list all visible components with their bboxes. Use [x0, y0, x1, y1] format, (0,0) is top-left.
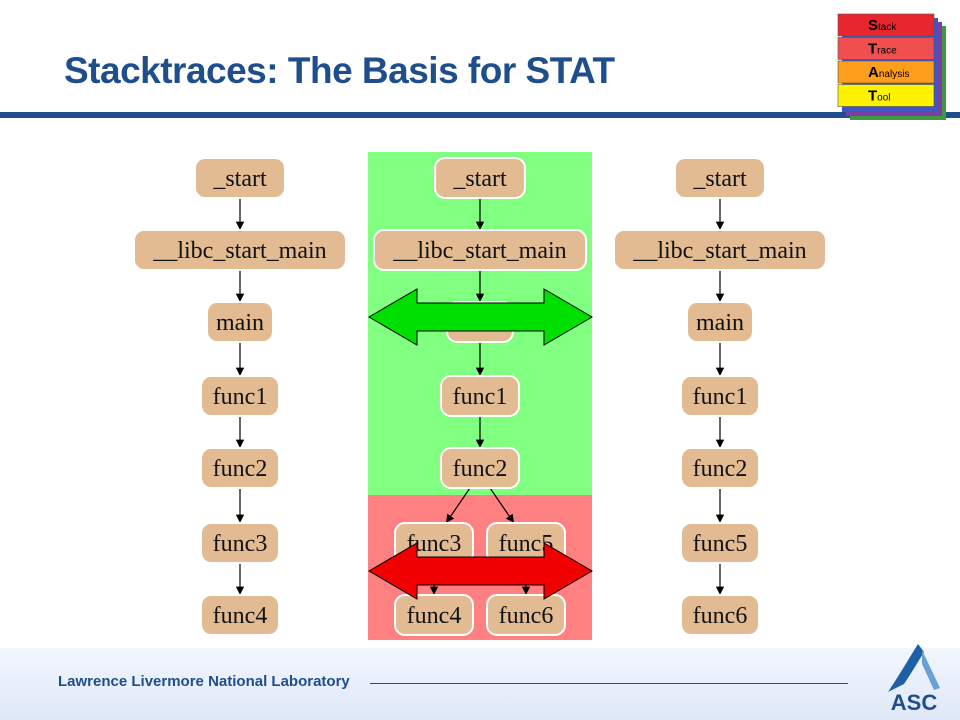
divergent-double-arrow-icon [368, 542, 593, 600]
title-divider [0, 112, 960, 118]
stack-frame-node: func4 [200, 594, 280, 636]
stack-frame-node: _start [674, 157, 766, 199]
stack-frame-label: func4 [407, 603, 462, 629]
stack-frame-label: func3 [213, 531, 268, 557]
asc-swoosh-light-icon [922, 650, 940, 690]
stack-frame-node: main [686, 301, 754, 343]
stack-frame-label: __libc_start_main [392, 238, 566, 264]
stack-frame-node: __libc_start_main [613, 229, 827, 271]
slide-title: Stacktraces: The Basis for STAT [64, 50, 615, 91]
stack-frame-node: func5 [680, 522, 760, 564]
stack-frame-label: func5 [693, 531, 748, 557]
logo-row-label: Tool [868, 88, 891, 105]
equivalent-double-arrow-icon [368, 288, 593, 346]
stack-frame-label: func4 [213, 603, 268, 629]
stack-frame-label: func6 [499, 603, 554, 629]
stack-frame-label: func2 [213, 456, 268, 482]
stack-frame-node: func1 [680, 375, 760, 417]
logo-row-label: Analysis [868, 64, 909, 81]
logo-row [837, 60, 935, 84]
logo-row [837, 84, 935, 107]
stack-frame-node: main [206, 301, 274, 343]
stack-frame-label: main [696, 310, 744, 336]
stack-frame-node: func6 [680, 594, 760, 636]
stack-frame-node: func2 [200, 447, 280, 489]
stack-frame-label: func2 [693, 456, 748, 482]
call-edge [445, 487, 471, 524]
stack-frame-label: _start [692, 166, 747, 192]
stack-frame-node: __libc_start_main [373, 229, 587, 271]
asc-logo: ASC [888, 644, 940, 715]
stack-frame-label: _start [452, 166, 507, 192]
stack-frame-node: func6 [486, 594, 566, 636]
footer-band [0, 648, 960, 720]
logo-row-label: Trace [868, 41, 897, 58]
asc-swoosh-icon [888, 644, 924, 692]
call-edge [489, 487, 515, 524]
stack-frame-node: func4 [394, 594, 474, 636]
stack-frame-label: func1 [453, 384, 508, 410]
footer-organization: Lawrence Livermore National Laboratory [58, 673, 350, 690]
footer-divider [370, 683, 848, 684]
stack-frame-node: func3 [200, 522, 280, 564]
stack-frame-label: func1 [213, 384, 268, 410]
stack-frame-label: func2 [453, 456, 508, 482]
stack-frame-node: func1 [200, 375, 280, 417]
logo-row [837, 13, 935, 37]
stack-frame-node: __libc_start_main [133, 229, 347, 271]
stack-frame-node: func2 [680, 447, 760, 489]
stack-frame-label: __libc_start_main [632, 238, 806, 264]
stack-frame-node: func1 [440, 375, 520, 417]
stack-frame-label: _start [212, 166, 267, 192]
logo-row [837, 37, 935, 60]
stack-frame-label: main [216, 310, 264, 336]
stack-frame-label: func1 [693, 384, 748, 410]
stack-frame-node: _start [434, 157, 526, 199]
stack-frame-node: func2 [440, 447, 520, 489]
stack-frame-label: func6 [693, 603, 748, 629]
asc-logo-text: ASC [891, 690, 938, 715]
logo-row-label: Stack [868, 17, 897, 34]
stack-frame-node: _start [194, 157, 286, 199]
stack-frame-label: __libc_start_main [152, 238, 326, 264]
